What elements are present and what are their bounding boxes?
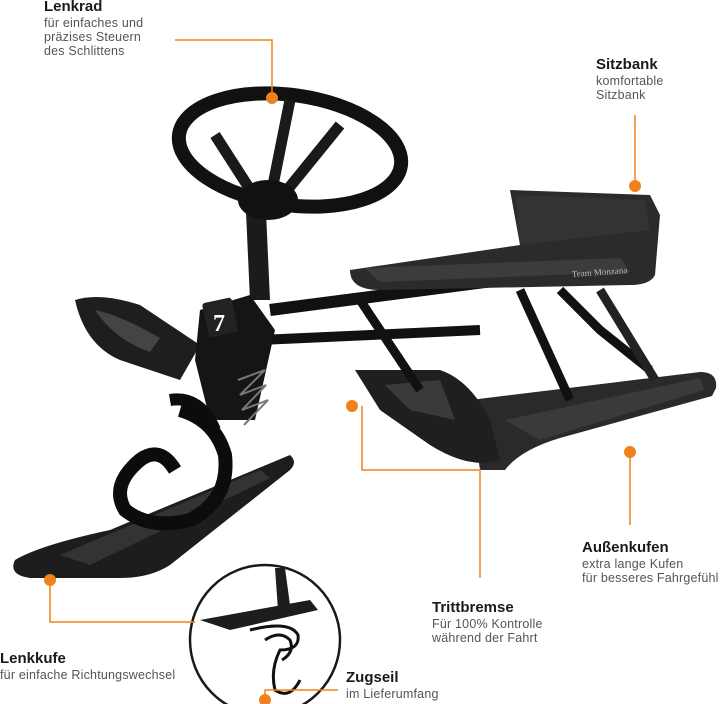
callout-aussenkufen-desc-2: für besseres Fahrgefühl xyxy=(582,571,719,585)
rope-bundle xyxy=(113,403,233,531)
callout-dots xyxy=(44,92,641,704)
brake-fender xyxy=(355,370,500,463)
callout-lenkkufe: Lenkkufe für einfache Richtungswechsel xyxy=(0,650,175,682)
callout-lenkrad: Lenkrad für einfaches und präzises Steue… xyxy=(44,0,143,58)
callout-sitzbank-title: Sitzbank xyxy=(596,56,658,73)
callout-lenkrad-desc-1: für einfaches und xyxy=(44,16,144,30)
callout-zugseil: Zugseil im Lieferumfang xyxy=(346,669,439,701)
callout-aussenkufen: Außenkufen extra lange Kufen für bessere… xyxy=(582,539,719,585)
callout-lenkkufe-title: Lenkkufe xyxy=(0,650,66,667)
callout-sitzbank-desc-2: Sitzbank xyxy=(596,88,646,102)
seat-brand-text: Team Monzana xyxy=(571,265,627,279)
callout-zugseil-desc-1: im Lieferumfang xyxy=(346,687,439,701)
inset-circle xyxy=(188,563,342,704)
callout-sitzbank: Sitzbank komfortable Sitzbank xyxy=(596,56,664,102)
callout-lenkrad-desc-2: präzises Steuern xyxy=(44,30,141,44)
number-plate-text: 7 xyxy=(213,311,225,337)
callout-trittbremse-title: Trittbremse xyxy=(432,599,514,616)
callout-lenkrad-desc-3: des Schlittens xyxy=(44,44,125,58)
callout-trittbremse-desc-1: Für 100% Kontrolle xyxy=(432,617,543,631)
callout-lenkrad-title: Lenkrad xyxy=(44,0,103,15)
callout-trittbremse: Trittbremse Für 100% Kontrolle während d… xyxy=(432,599,543,645)
number-plate xyxy=(202,297,238,338)
callout-lines xyxy=(49,39,636,704)
callout-lenkkufe-desc-1: für einfache Richtungswechsel xyxy=(0,668,176,682)
callout-sitzbank-desc-1: komfortable xyxy=(596,74,664,88)
callout-trittbremse-desc-2: während der Fahrt xyxy=(432,631,538,645)
callout-aussenkufen-title: Außenkufen xyxy=(582,539,669,556)
callout-zugseil-title: Zugseil xyxy=(346,669,399,686)
callout-aussenkufen-desc-1: extra lange Kufen xyxy=(582,557,684,571)
